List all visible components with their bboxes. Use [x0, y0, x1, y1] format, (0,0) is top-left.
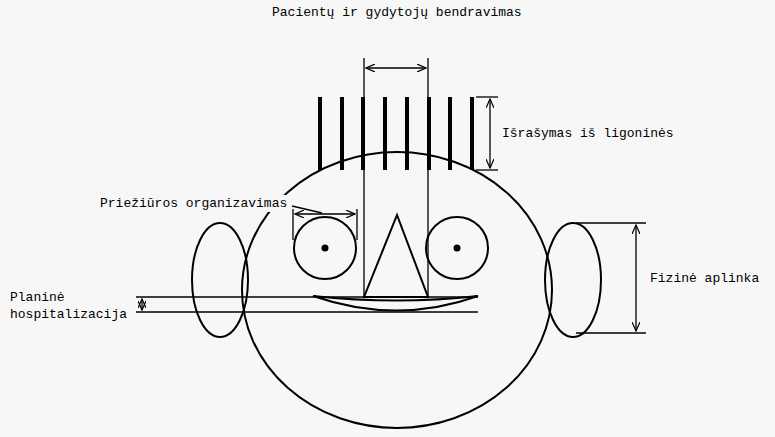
- mouth: [313, 296, 478, 311]
- left-ear: [192, 223, 248, 337]
- callout-label: Priežiūros organizavimas: [98, 195, 289, 212]
- head-outline: [242, 152, 552, 428]
- hair: [320, 97, 472, 170]
- dimension-label: Pacientų ir gydytojų bendravimas: [270, 4, 524, 21]
- dimension-label: Fizinė aplinka: [648, 270, 761, 287]
- right-ear: [545, 223, 601, 337]
- left-pupil: [322, 245, 329, 252]
- right-eye: [426, 217, 488, 279]
- dimension-label: Planinė hospitalizacija: [8, 289, 136, 323]
- right-pupil: [454, 245, 461, 252]
- dimension-label: Išrašymas iš ligoninės: [500, 125, 676, 142]
- nose: [364, 215, 428, 297]
- left-eye: [294, 217, 356, 279]
